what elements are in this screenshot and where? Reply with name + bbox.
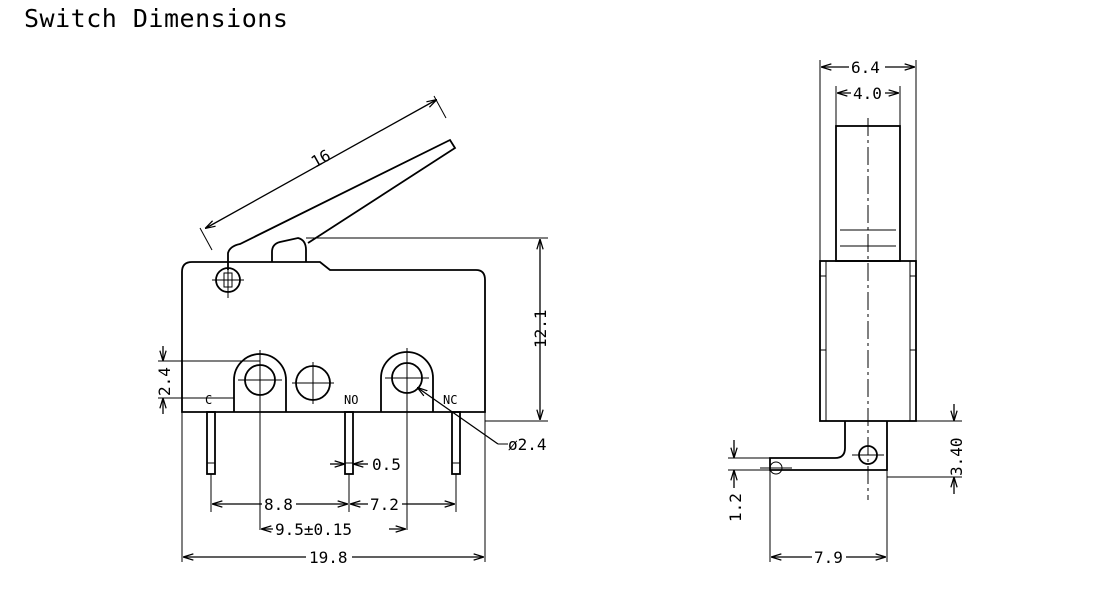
lever-length-dim: 16 — [308, 146, 334, 172]
no-nc-spacing-dim: 7.2 — [370, 495, 399, 514]
c-pin — [206, 411, 216, 475]
height-dim: 12.1 — [531, 309, 550, 348]
nc-label: NC — [443, 393, 457, 407]
pin-thickness-dim: 1.2 — [726, 493, 745, 522]
pin-width-dim: 0.5 — [372, 455, 401, 474]
side-view: 6.4 4.0 3.40 1.2 7.9 — [726, 58, 966, 567]
c-label: C — [205, 393, 212, 407]
pin-position-dim: 7.9 — [814, 548, 843, 567]
no-label: NO — [344, 393, 358, 407]
switch-body-outline — [181, 261, 486, 413]
lever-arm — [227, 138, 457, 270]
side-inner-width-dim: 4.0 — [853, 84, 882, 103]
pin-offset-dim: 3.40 — [947, 437, 966, 476]
side-pin — [769, 421, 888, 471]
hole-diameter-dim: ø2.4 — [508, 435, 547, 454]
nc-pin — [451, 411, 461, 475]
total-width-dim: 19.8 — [309, 548, 348, 567]
c-no-spacing-dim: 8.8 — [264, 495, 293, 514]
front-view: C NO NC 16 12.1 2.4 ø2.4 0.5 — [155, 95, 550, 567]
no-pin — [344, 411, 354, 475]
hole-offset-dim: 2.4 — [155, 367, 174, 396]
hole-spacing-dim: 9.5±0.15 — [275, 520, 352, 539]
side-outer-width-dim: 6.4 — [851, 58, 880, 77]
actuator-button — [271, 237, 307, 262]
page-title: Switch Dimensions — [24, 4, 289, 33]
